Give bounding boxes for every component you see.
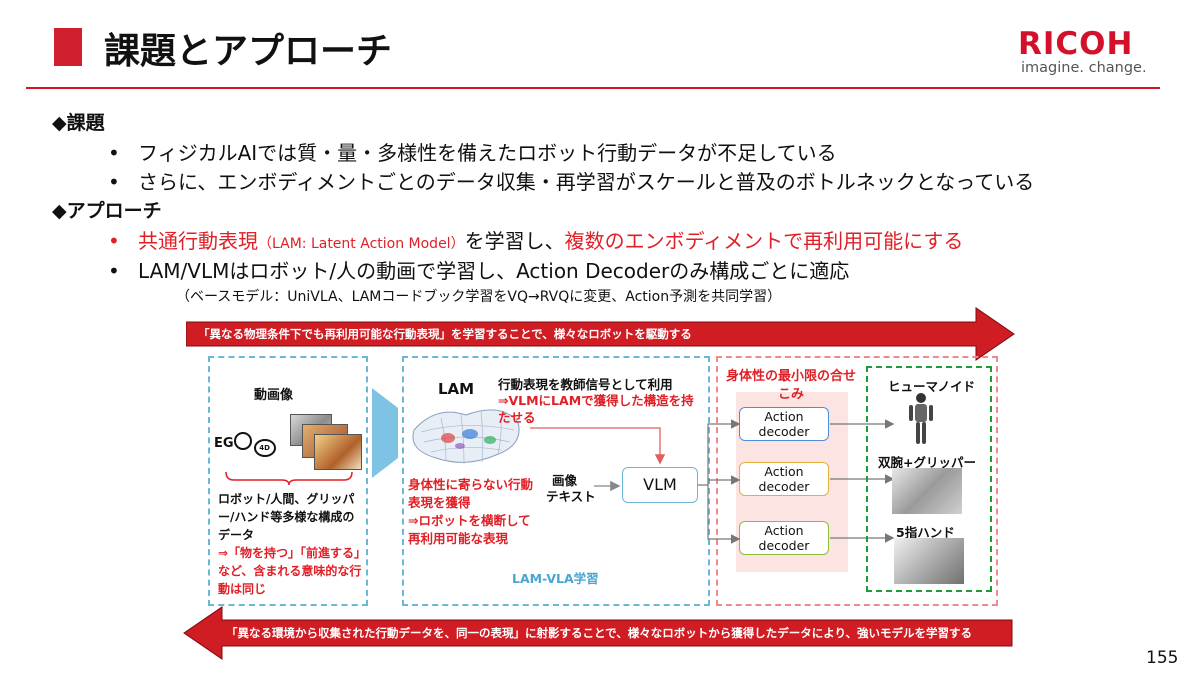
top-arrow-shape [186,307,1015,361]
approach-1-middle: を学習し、 [464,229,565,253]
vlm-box: VLM [622,467,698,503]
lam-vla-connectors [530,427,666,492]
latent-space-mesh-icon [412,409,520,465]
ego-o-icon [233,432,252,450]
approach-1-lam-note: （LAM: Latent Action Model） [258,236,465,252]
approach-1-highlight-a: 共通行動表現 [138,229,258,253]
ego-label: EG [214,436,234,451]
approach-text-2: LAM/VLMはロボット/人の動画で学習し、Action Decoderのみ構成… [138,259,850,283]
approach-note: （ベースモデル：UniVLA、LAMコードブック学習をVQ→RVQに変更、Act… [176,289,782,305]
decoder-connectors [698,419,895,544]
approach-item-2: • LAM/VLMはロボット/人の動画で学習し、Action Decoderのみ構… [108,255,849,284]
teacher-signal-label: 行動表現を教師信号として利用 [498,377,673,392]
issue-item-1: • フィジカルAIでは質・量・多様性を備えたロボット行動データが不足している [108,137,837,166]
ego-logo-text: EG 4D [214,432,276,457]
bullet-glyph: • [108,259,120,283]
page-number: 155 [1146,648,1179,668]
approach-heading: ◆アプローチ [52,200,162,222]
top-arrow-text: 「異なる物理条件下でも再利用可能な行動表現」を学習することで、様々なロボットを駆… [198,327,692,341]
robot-label-humanoid: ヒューマノイド [888,379,976,394]
bottom-arrow-shape [183,606,1013,660]
data-box [208,356,368,606]
action-decoder-hand: Action decoder [739,521,829,555]
embodiment-box [716,356,998,606]
humanoid-robot-icon [909,393,933,444]
bullet-glyph: • [108,170,120,194]
lam-vla-label: LAM-VLA学習 [512,571,599,586]
title-accent-block [54,28,82,66]
issue-text-2: さらに、エンボディメントごとのデータ収集・再学習がスケールと普及のボトルネックと… [138,170,1035,194]
header-divider [26,87,1160,89]
action-decoder-dual-arm: Action decoder [739,462,829,496]
page-title: 課題とアプローチ [104,31,393,72]
approach-1-highlight-b: 複数のエンボディメントで再利用可能にする [564,229,964,253]
input-image-label: 画像 [552,473,578,488]
bottom-arrow-text: 「異なる環境から収集された行動データを、同一の表現」に射影することで、様々なロボ… [226,626,972,640]
issues-heading: ◆課題 [52,112,105,134]
issue-item-2: • さらに、エンボディメントごとのデータ収集・再学習がスケールと普及のボトルネック… [108,166,1034,195]
input-text-label: テキスト [546,489,596,504]
brace-icon [225,471,353,486]
flow-chevron-icon [372,388,398,478]
video-label: 動画像 [254,388,294,403]
ego-4d-badge: 4D [253,439,276,457]
teacher-signal-red: ⇒VLMにLAMで獲得した構造を持たせる [498,393,694,425]
embodiment-title: 身体性の最小限の合せこみ [726,369,857,402]
data-description-red: ⇒「物を持つ」「前進する」など、含まれる意味的な行動は同じ [218,546,362,596]
data-description: ロボット/人間、グリッパー/ハンド等多様な構成のデータ [218,492,355,542]
lam-label: LAM [438,380,475,398]
robots-box [866,366,992,592]
video-frame-3 [314,434,362,470]
action-decoder-humanoid: Action decoder [739,407,829,441]
lam-outcome-1: 身体性に寄らない行動表現を獲得 [408,477,534,510]
logo-tagline: imagine. change. [1021,60,1147,76]
bullet-glyph: • [108,141,120,165]
bullet-glyph: • [108,229,120,253]
lam-outcome-2: ⇒ロボットを横断して再利用可能な表現 [408,513,531,546]
five-finger-hand-photo [894,538,964,584]
lam-vla-box [402,356,710,606]
dual-arm-robot-photo [892,468,962,514]
robot-label-dual-arm: 双腕+グリッパー [878,455,976,470]
ricoh-logo: RICOH [1018,26,1134,62]
issue-text-1: フィジカルAIでは質・量・多様性を備えたロボット行動データが不足している [138,141,837,165]
approach-item-1: • 共通行動表現（LAM: Latent Action Model）を学習し、複数… [108,225,963,254]
robot-label-hand: 5指ハンド [896,525,955,540]
